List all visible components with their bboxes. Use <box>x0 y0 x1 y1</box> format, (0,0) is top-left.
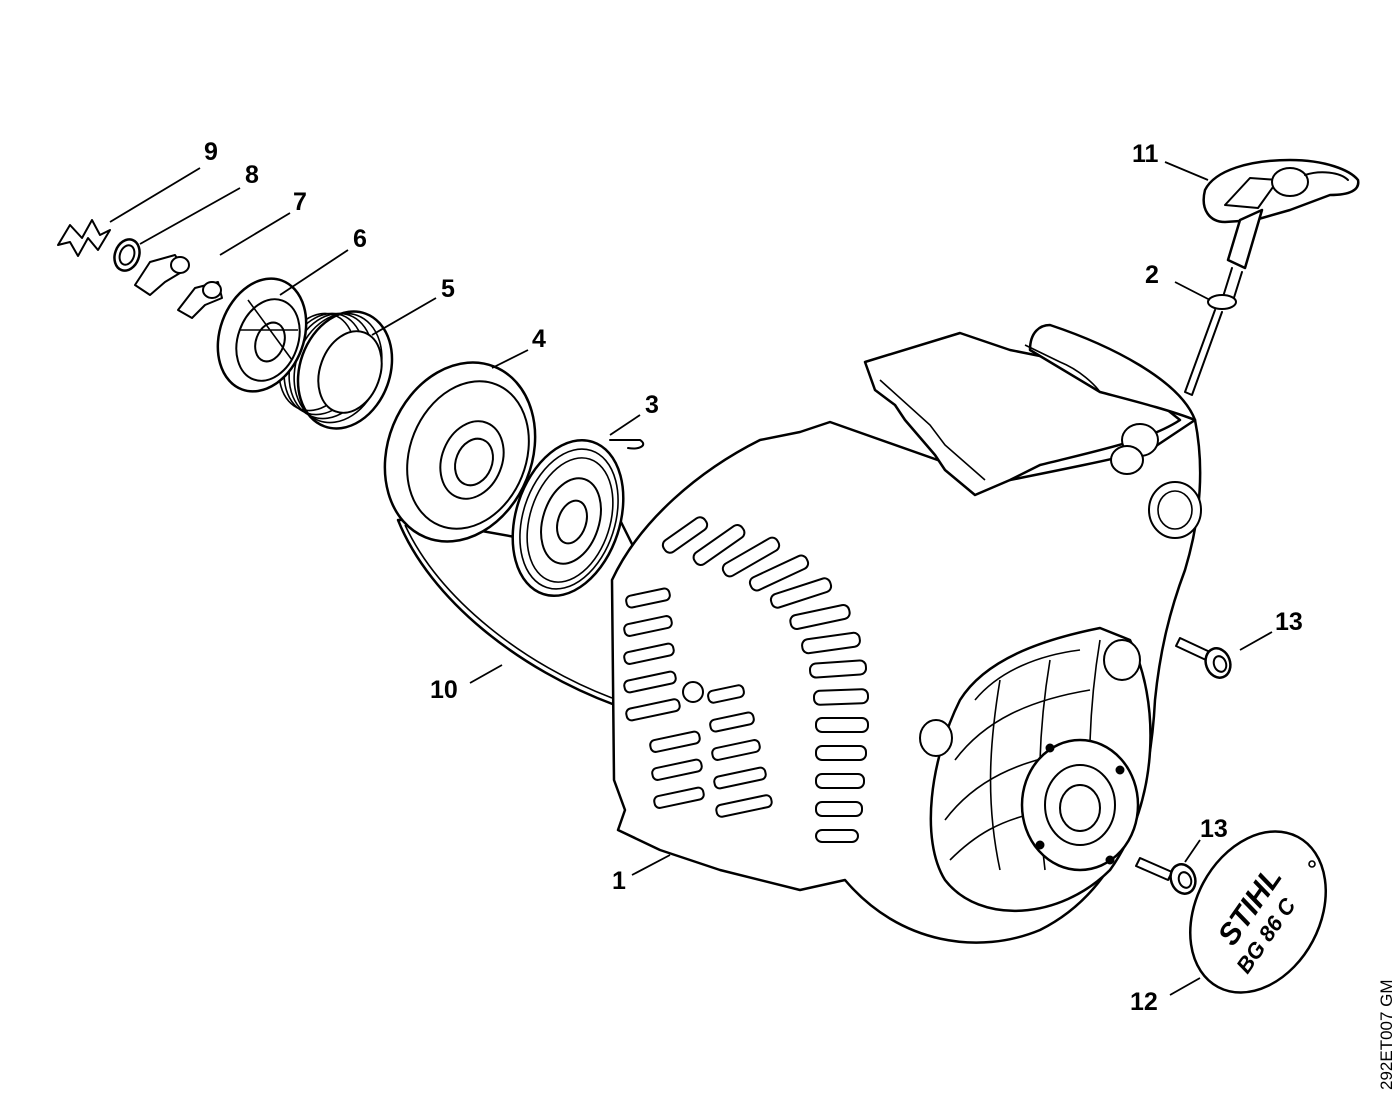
part-11-starter-grip <box>1202 158 1360 270</box>
part-4-rope-rotor <box>383 361 537 543</box>
callout-labels: 9 8 7 6 5 4 3 1 10 11 2 13 13 12 <box>204 138 1303 1016</box>
callout-11: 11 <box>1132 140 1159 168</box>
callout-4: 4 <box>532 325 546 353</box>
callout-12: 12 <box>1130 988 1158 1016</box>
callout-2: 2 <box>1145 261 1159 289</box>
part-6-spring-housing <box>216 277 308 393</box>
part-1-fan-housing <box>610 323 1202 944</box>
part-12-emblem-cover: STIHL BG 86 C <box>1189 830 1327 994</box>
callout-7: 7 <box>293 188 307 216</box>
part-13-screw-upper <box>1175 637 1232 679</box>
part-13-screw-lower <box>1135 857 1197 895</box>
part-9-spring-clip <box>57 219 111 257</box>
callout-5: 5 <box>441 275 455 303</box>
callout-13-upper: 13 <box>1275 608 1303 636</box>
grille-vents-curved <box>661 516 870 843</box>
part-2-starter-rope <box>1184 267 1243 396</box>
part-8-washer <box>113 238 141 272</box>
part-7-pawls <box>134 254 223 319</box>
drawing-code: 292ET007 GM <box>1377 979 1396 1090</box>
grille-vents-left <box>623 587 773 818</box>
callout-8: 8 <box>245 161 259 189</box>
callout-9: 9 <box>204 138 218 166</box>
callout-3: 3 <box>645 391 659 419</box>
fan-cage <box>919 626 1152 913</box>
callout-10: 10 <box>430 676 458 704</box>
callout-6: 6 <box>353 225 367 253</box>
callout-13-lower: 13 <box>1200 815 1228 843</box>
leader-lines <box>109 161 1273 996</box>
callout-1: 1 <box>612 867 626 895</box>
part-3-rewind-spring <box>511 438 645 598</box>
